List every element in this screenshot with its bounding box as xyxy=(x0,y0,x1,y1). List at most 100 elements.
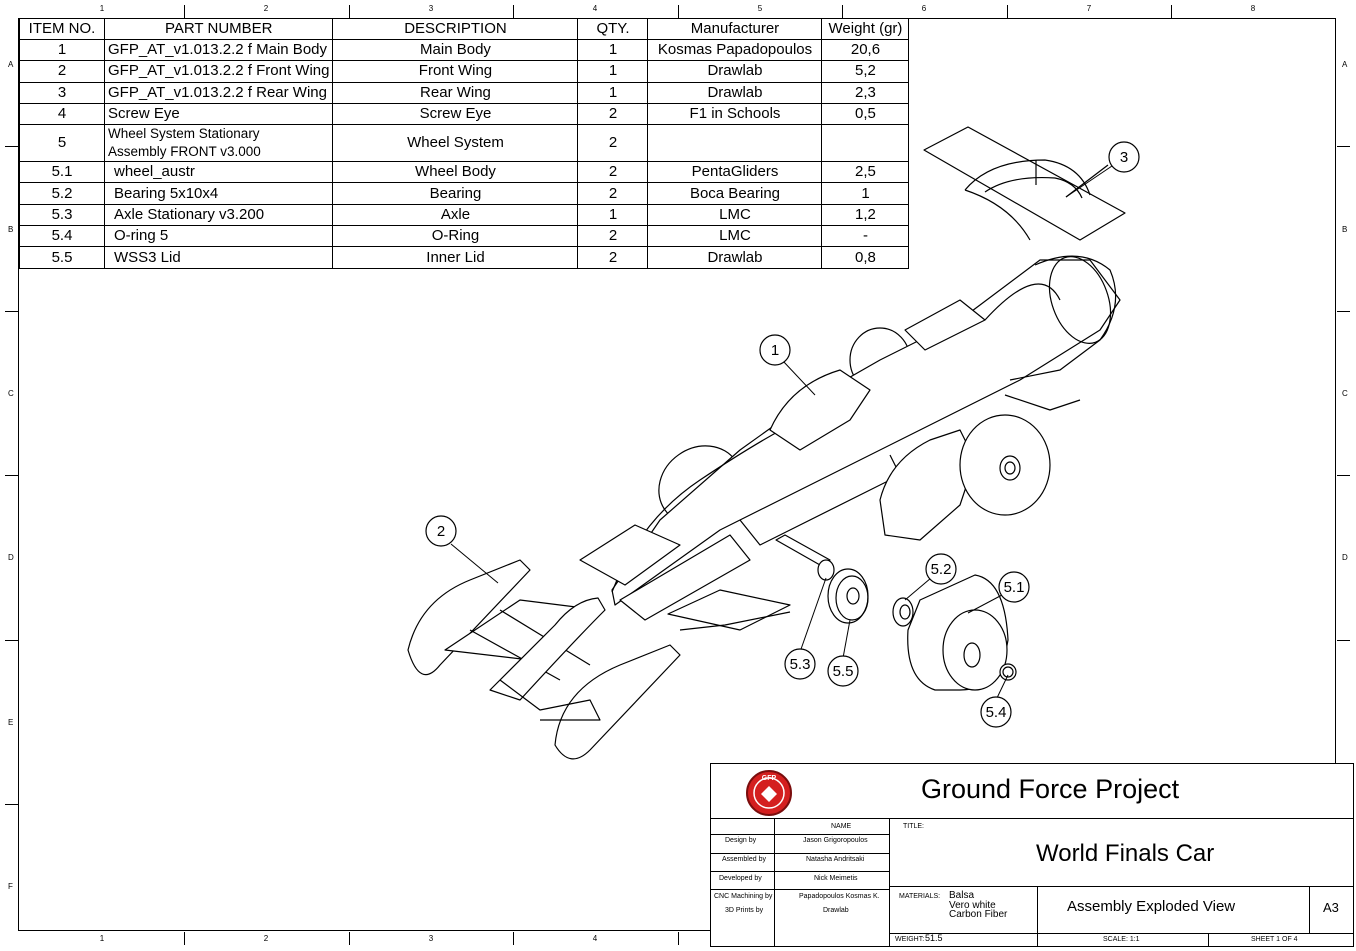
table-row: 2 GFP_AT_v1.013.2.2 f Front Wing Front W… xyxy=(19,60,910,83)
bom-weight: 0,8 xyxy=(821,246,910,269)
material-item: Vero white xyxy=(949,899,996,911)
zone-row: F xyxy=(8,882,13,891)
zone-row: D xyxy=(8,553,14,562)
material-item: Carbon Fiber xyxy=(949,909,1008,920)
balloon-leaders xyxy=(450,165,1113,701)
bom-header-row: ITEM NO. PART NUMBER DESCRIPTION QTY. Ma… xyxy=(19,18,910,40)
material-item: Balsa xyxy=(949,890,975,901)
sheet-number: SHEET 1 OF 4 xyxy=(1251,936,1298,943)
front-wing-part xyxy=(407,559,681,760)
table-row: 4 Screw Eye Screw Eye 2 F1 in Schools 0,… xyxy=(19,102,910,126)
zone-col: 3 xyxy=(428,934,434,943)
zone-col: 1 xyxy=(99,934,105,943)
bom-weight: 2,3 xyxy=(821,81,910,104)
zone-row: C xyxy=(1342,389,1348,398)
balloon-5-3 xyxy=(784,648,816,680)
bom-part: Screw Eye xyxy=(103,102,334,126)
bom-item: 5 xyxy=(19,124,105,163)
materials-list: Balsa Vero white Carbon Fiber xyxy=(949,891,1007,920)
zone-col: 2 xyxy=(263,934,269,943)
bom-desc: Wheel System xyxy=(332,124,579,163)
gfp-logo: GFP xyxy=(743,768,795,816)
weight-value: 51.5 xyxy=(925,933,943,943)
title-block: GFP Ground Force Project NAME TITLE: Wor… xyxy=(710,763,1354,947)
balloon-label: 3 xyxy=(1120,149,1128,166)
bom-desc: Front Wing xyxy=(332,60,579,83)
bom-item: 5.1 xyxy=(19,161,105,184)
balloon-5-4 xyxy=(980,696,1012,728)
bom-part: Axle Stationary v3.200 xyxy=(103,203,334,227)
table-row: 5.5 WSS3 Lid Inner Lid 2 Drawlab 0,8 xyxy=(19,246,910,269)
logo-text: GFP xyxy=(762,775,777,782)
bill-of-materials-table: ITEM NO. PART NUMBER DESCRIPTION QTY. Ma… xyxy=(19,18,910,269)
zone-row: B xyxy=(1342,225,1348,234)
role-name: Jason Grigoropoulos xyxy=(803,837,868,844)
balloon-label: 1 xyxy=(771,342,779,359)
bom-mfr: Drawlab xyxy=(647,246,823,269)
role-label: 3D Prints by xyxy=(725,907,764,914)
zone-row: A xyxy=(8,60,14,69)
bom-desc: Axle xyxy=(332,203,579,227)
balloon-5-5 xyxy=(827,655,859,687)
title-label: TITLE: xyxy=(903,823,925,830)
bom-mfr: Drawlab xyxy=(647,60,823,83)
balloon-5-2 xyxy=(925,553,957,585)
scale-label: SCALE: 1:1 xyxy=(1103,936,1140,943)
zone-row: B xyxy=(8,225,14,234)
zone-col: 3 xyxy=(428,4,434,13)
bom-mfr: Boca Bearing xyxy=(647,182,823,205)
company-name: Ground Force Project xyxy=(921,774,1180,804)
bom-desc: Screw Eye xyxy=(332,102,579,126)
balloon-2 xyxy=(425,515,457,547)
main-body-part xyxy=(579,255,1121,631)
role-label: Assembled by xyxy=(722,856,766,863)
zone-col: 7 xyxy=(1086,4,1092,13)
role-label: CNC Machining by xyxy=(714,893,773,900)
balloon-label: 5.2 xyxy=(931,561,952,578)
zone-row: A xyxy=(1342,60,1348,69)
zone-col: 4 xyxy=(592,4,598,13)
sheet-size: A3 xyxy=(1323,900,1339,915)
balloon-label: 2 xyxy=(437,523,445,540)
view-name: Assembly Exploded View xyxy=(1067,898,1236,915)
role-name: Papadopoulos Kosmas K. xyxy=(799,893,880,900)
materials-label: MATERIALS: xyxy=(899,893,941,900)
bom-part-line: Assembly FRONT v3.000 xyxy=(108,144,261,160)
balloon-1 xyxy=(759,334,791,366)
bom-weight: 0,5 xyxy=(821,102,910,126)
bom-part: GFP_AT_v1.013.2.2 f Front Wing xyxy=(103,60,334,83)
zone-col: 8 xyxy=(1250,4,1256,13)
bom-part: WSS3 Lid xyxy=(103,246,334,269)
role-label: Design by xyxy=(725,837,757,844)
zone-row: C xyxy=(8,389,14,398)
bom-desc: Inner Lid xyxy=(332,246,579,269)
zone-col: 1 xyxy=(99,4,105,13)
bom-header-description: DESCRIPTION xyxy=(332,18,579,40)
zone-col: 6 xyxy=(921,4,927,13)
bom-mfr: PentaGliders xyxy=(647,161,823,184)
zone-row: D xyxy=(1342,553,1348,562)
wheel-system-parts xyxy=(775,534,1017,691)
role-name: Nick Meimetis xyxy=(814,875,858,882)
balloon-5-1 xyxy=(998,571,1030,603)
balloon-label: 5.5 xyxy=(833,663,854,680)
zone-col: 5 xyxy=(757,4,763,13)
role-name: Natasha Andritsaki xyxy=(806,856,865,863)
zone-col: 2 xyxy=(263,4,269,13)
bom-part-line: Wheel System Stationary xyxy=(108,126,260,142)
role-name: Drawlab xyxy=(823,907,849,914)
rear-wing-part xyxy=(923,126,1126,241)
bom-header-part: PART NUMBER xyxy=(103,18,334,40)
drawing-title: World Finals Car xyxy=(1036,840,1215,867)
balloon-label: 5.3 xyxy=(790,656,811,673)
weight-label: WEIGHT: xyxy=(895,936,925,943)
zone-row: E xyxy=(8,718,14,727)
balloon-label: 5.4 xyxy=(986,704,1007,721)
bom-mfr: F1 in Schools xyxy=(647,102,823,126)
zone-col: 4 xyxy=(592,934,598,943)
table-row: 5.4 O-ring 5 O-Ring 2 LMC - xyxy=(19,225,910,248)
balloon-3 xyxy=(1108,141,1140,173)
